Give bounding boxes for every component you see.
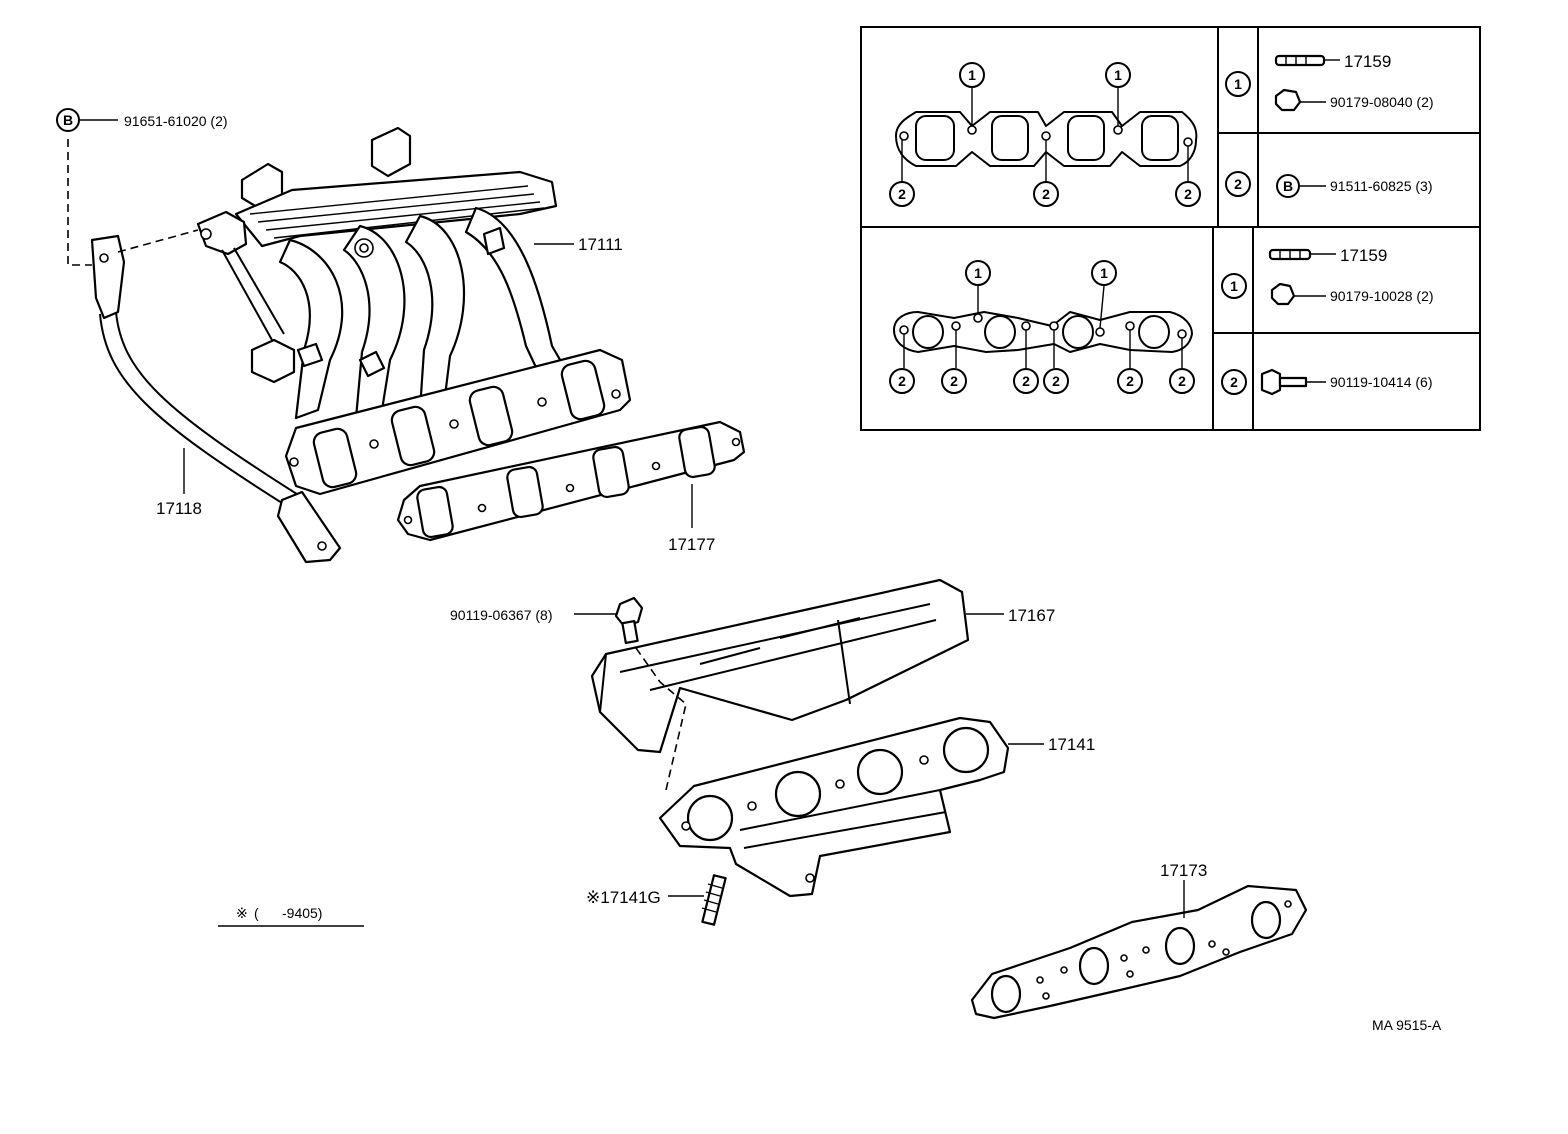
callout-1: 1 <box>1100 265 1108 281</box>
part-number-17173: 17173 <box>1160 861 1207 880</box>
callout-2: 2 <box>1052 373 1060 389</box>
lower-gasket-sketch <box>893 285 1193 368</box>
intake-bolt-callout: B 91651-61020 (2) <box>56 108 228 132</box>
manifold-stay <box>90 234 342 564</box>
b-marker-icon <box>1276 174 1300 198</box>
part-number-17118: 17118 <box>156 499 202 518</box>
b-marker-text: B <box>63 112 73 128</box>
exhaust-manifold <box>658 716 1010 898</box>
table-upper-b-marker: B <box>1283 178 1293 194</box>
table-lower-90179-10028: 90179-10028 (2) <box>1330 288 1434 304</box>
callout-2: 2 <box>898 186 906 202</box>
table-lower-90119-10414: 90119-10414 (6) <box>1330 374 1432 390</box>
table-upper-90179-08040: 90179-08040 (2) <box>1330 94 1434 110</box>
bolt-icon <box>1260 368 1308 396</box>
intake-manifold <box>196 126 632 496</box>
assembly-line-exhaust <box>635 647 687 791</box>
callout-1: 1 <box>974 265 982 281</box>
callout-2: 2 <box>1126 373 1134 389</box>
callout-2: 2 <box>950 373 958 389</box>
b-marker-icon <box>56 108 80 132</box>
exhaust-gasket <box>970 884 1308 1020</box>
table-marker-upper-1: 1 <box>1234 76 1242 92</box>
note-symbol: ※ <box>236 905 248 921</box>
table-upper-91511-60825: 91511-60825 (3) <box>1330 178 1432 194</box>
table-marker-lower-1: 1 <box>1230 278 1238 294</box>
diagram-code: MA 9515-A <box>1372 1017 1442 1033</box>
lower-callouts: 1 1 2 2 2 2 2 2 <box>889 260 1195 394</box>
nut-icon <box>1274 88 1302 112</box>
upper-callouts: 1 1 2 2 2 <box>889 62 1201 207</box>
callout-1: 1 <box>968 67 976 83</box>
part-number-17141G: ※17141G <box>586 888 661 907</box>
callout-2: 2 <box>898 373 906 389</box>
nut-icon <box>1270 282 1296 306</box>
assembly-line-stay <box>67 139 199 266</box>
table-lower-17159: 17159 <box>1340 246 1387 265</box>
fastener-table: 1 1 2 2 2 <box>860 26 1481 431</box>
stud-icon <box>1274 54 1326 67</box>
callout-2: 2 <box>1022 373 1030 389</box>
callout-2: 2 <box>1184 186 1192 202</box>
callout-2: 2 <box>1178 373 1186 389</box>
part-number-17167: 17167 <box>1008 606 1055 625</box>
callout-1: 1 <box>1114 67 1122 83</box>
production-note: ※ ( -9405) <box>218 905 364 927</box>
intake-gasket <box>396 420 746 542</box>
table-marker-lower-2: 2 <box>1230 374 1238 390</box>
insulator-bolt <box>614 596 644 644</box>
part-number-17111: 17111 <box>578 235 623 254</box>
table-upper-17159: 17159 <box>1344 52 1391 71</box>
part-number-17141: 17141 <box>1048 735 1095 754</box>
stud-icon <box>1268 248 1312 261</box>
stud <box>701 874 727 926</box>
note-range: ( -9405) <box>254 905 322 921</box>
heat-insulator <box>590 578 970 754</box>
callout-2: 2 <box>1042 186 1050 202</box>
upper-gasket-sketch <box>895 88 1198 182</box>
part-number-90119-06367: 90119-06367 (8) <box>450 607 552 623</box>
part-number-17177: 17177 <box>668 535 715 554</box>
table-marker-upper-2: 2 <box>1234 176 1242 192</box>
part-number-91651-61020: 91651-61020 (2) <box>124 113 228 129</box>
